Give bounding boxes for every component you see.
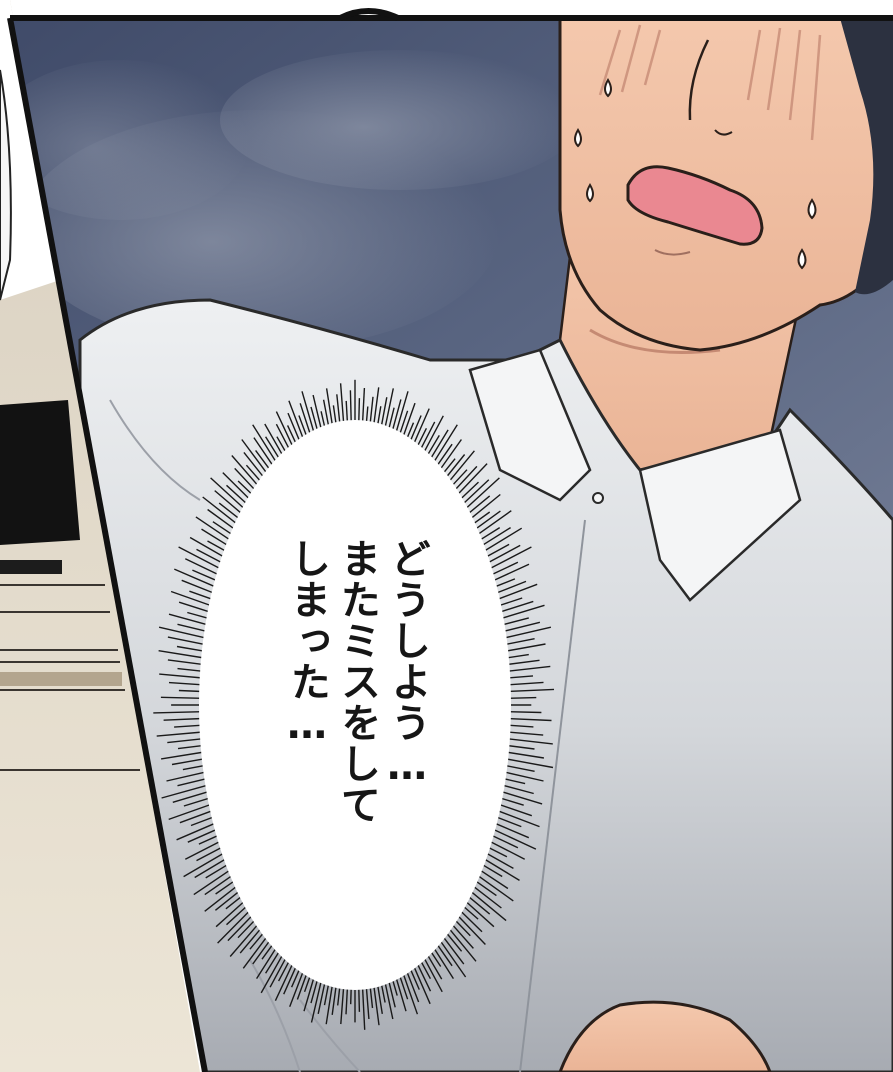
panel-border bbox=[7, 15, 893, 1072]
left-panel bbox=[0, 0, 200, 1072]
speech-bubble bbox=[153, 379, 555, 1030]
